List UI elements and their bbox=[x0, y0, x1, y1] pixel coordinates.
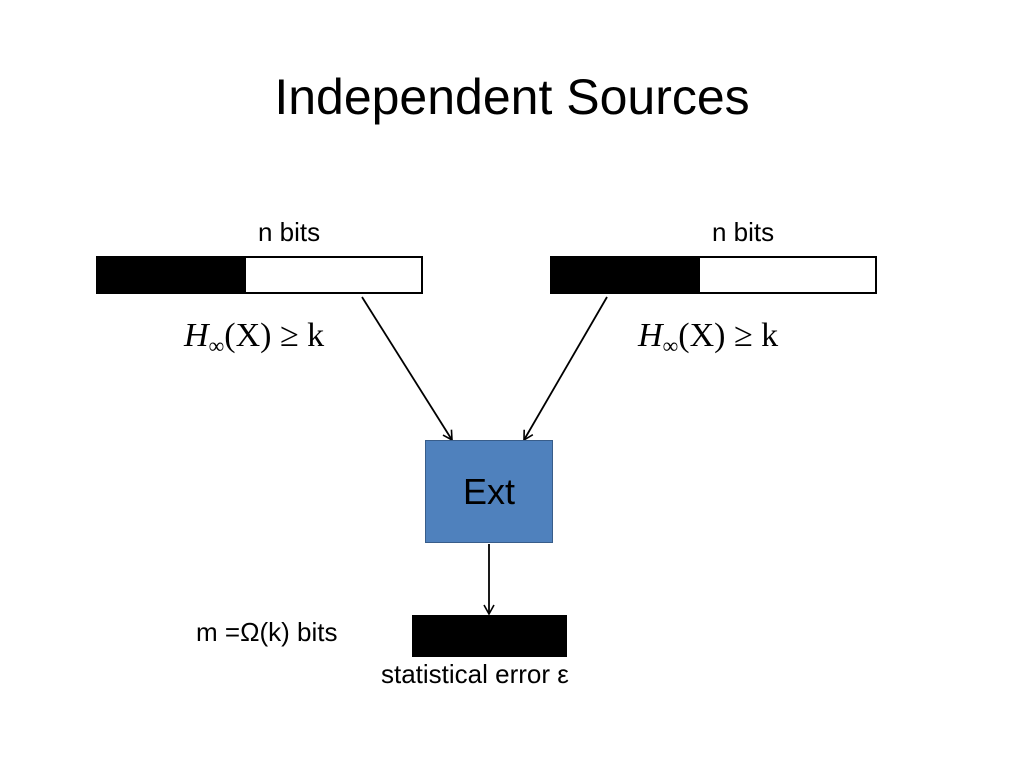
statistical-error-label: statistical error ε bbox=[381, 659, 569, 689]
right-entropy-subscript: ∞ bbox=[662, 333, 679, 358]
right-source-min-entropy: H∞(X) ≥ k bbox=[638, 316, 779, 358]
left-entropy-symbol: H bbox=[184, 317, 209, 354]
right-source-to-ext-arrow bbox=[523, 296, 608, 442]
left-entropy-subscript: ∞ bbox=[208, 333, 225, 358]
extractor-box: Ext bbox=[425, 440, 553, 543]
right-entropy-symbol: H bbox=[638, 317, 663, 354]
right-entropy-condition: (X) ≥ k bbox=[678, 317, 779, 354]
left-entropy-condition: (X) ≥ k bbox=[224, 317, 325, 354]
left-source-to-ext-arrow bbox=[361, 296, 453, 442]
right-source-bar bbox=[550, 256, 877, 294]
right-source-length-label: n bits bbox=[712, 217, 775, 247]
slide-title: Independent Sources bbox=[274, 69, 750, 125]
right-source-entropy-portion bbox=[552, 258, 700, 292]
left-source-entropy-portion bbox=[98, 258, 246, 292]
left-source-bar bbox=[96, 256, 423, 294]
extractor-label: Ext bbox=[462, 470, 515, 512]
left-source-min-entropy: H∞(X) ≥ k bbox=[184, 316, 325, 358]
output-bar bbox=[412, 615, 567, 657]
output-length-label: m =Ω(k) bits bbox=[196, 617, 338, 647]
left-source-length-label: n bits bbox=[258, 217, 321, 247]
